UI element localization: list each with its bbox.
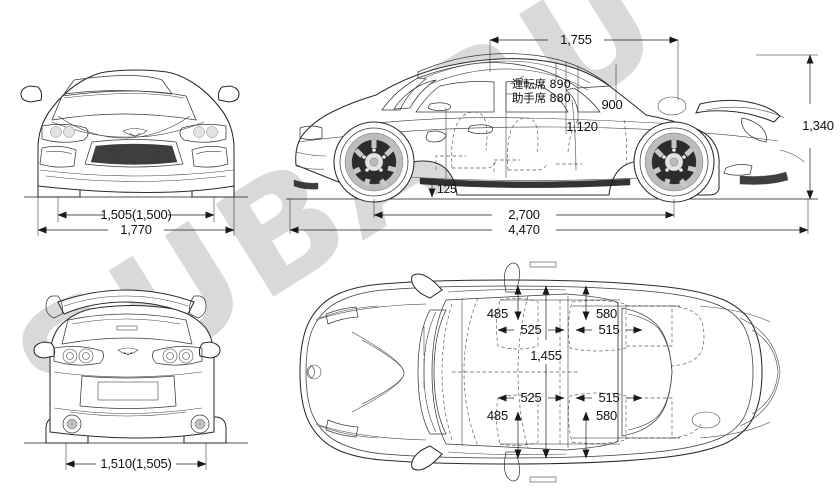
rear-body-outline [49, 304, 215, 439]
front-plate [113, 145, 157, 163]
front-shoulder-upper-label: 485 [487, 306, 508, 321]
rear-wing [695, 99, 781, 123]
front-hip-upper-label: 525 [520, 322, 541, 337]
front-car-body [20, 69, 240, 198]
passenger-seat-label: 助手席 880 [512, 91, 571, 105]
side-view: 1,755 運転席 890 助手席 880 900 1,120 125 1,34… [286, 32, 834, 237]
mirror-top-left [411, 273, 443, 299]
rear-view-dimensions: 1,510(1,505) [65, 443, 207, 471]
spoiler-endplate-right [189, 295, 207, 319]
mazda-badge-rear [117, 347, 139, 355]
roof-length-label: 1,755 [560, 32, 592, 47]
rear-shoulder-lower-label: 580 [596, 408, 617, 423]
door-handle-rear [427, 102, 451, 112]
interior-seats-dashed [435, 111, 627, 172]
rear-track-label: 1,510(1,505) [100, 456, 171, 471]
fuel-cap-top [691, 411, 721, 429]
door-handle-front [467, 124, 493, 135]
front-view-dimensions: 1,505(1,500) 1,770 [37, 197, 235, 237]
front-side-window [415, 81, 495, 113]
top-view-dimensions: 485 580 525 515 1,455 525 515 [487, 285, 680, 459]
top-view: 485 580 525 515 1,455 525 515 [299, 261, 781, 483]
side-view-dimensions: 1,755 運転席 890 助手席 880 900 1,120 125 1,34… [289, 32, 834, 237]
front-shoulder-lower-label: 485 [487, 408, 508, 423]
spoiler-endplate-left [45, 295, 63, 319]
side-roof [417, 53, 611, 89]
windshield [381, 77, 427, 111]
roof-panel [431, 293, 619, 451]
overall-width-label: 1,770 [120, 222, 152, 237]
rear-mirror-left [33, 341, 56, 359]
top-body-outline [299, 279, 763, 465]
interior-length-label: 1,120 [566, 119, 598, 134]
boot-lid [739, 317, 781, 427]
rear-mirror-right [198, 341, 221, 359]
top-car-body [299, 261, 781, 483]
roof-fin-bottom [504, 451, 520, 482]
exhaust-right [190, 414, 210, 434]
taillight-left [53, 346, 104, 366]
plate-recess [79, 375, 177, 409]
exhaust-left [62, 414, 82, 434]
interior-width-label: 1,455 [530, 348, 562, 363]
overall-length-label: 4,470 [508, 222, 540, 237]
windshield-top [417, 309, 447, 435]
rear-window [61, 313, 193, 345]
mazda-badge-top [307, 365, 315, 379]
rear-shoulder-upper-label: 580 [596, 306, 617, 321]
rear-view: 1,510(1,505) [24, 289, 248, 471]
headlight-left [41, 124, 89, 143]
brake-light-high [116, 325, 138, 331]
rear-wheel [633, 121, 715, 203]
front-hip-lower-label: 525 [520, 390, 541, 405]
mazda-badge-front [122, 128, 148, 136]
fog-right [191, 146, 229, 168]
front-windshield [51, 90, 197, 121]
rear-spoiler [57, 289, 195, 315]
ground-clearance-label: 125 [437, 182, 457, 196]
front-grille [84, 139, 184, 168]
mirror-right [217, 85, 240, 103]
fuel-cap [657, 96, 687, 116]
front-track-label: 1,505(1,500) [100, 207, 171, 222]
wheelbase-label: 2,700 [508, 207, 540, 222]
wing-endplate [741, 117, 767, 143]
driver-seat-label: 運転席 890 [512, 77, 571, 91]
rear-hip-lower-label: 515 [598, 390, 619, 405]
fog-left [39, 146, 77, 168]
mirror-left [20, 85, 43, 103]
front-view: 1,505(1,500) 1,770 [20, 69, 248, 237]
rear-plate [97, 381, 159, 401]
fender-vent [425, 130, 447, 143]
front-wheel [333, 121, 415, 203]
rear-hip-upper-label: 515 [598, 322, 619, 337]
exhaust-outlet [723, 164, 753, 176]
mirror-top-right [411, 445, 443, 471]
headlight-right [179, 124, 227, 143]
rear-head-label: 900 [601, 97, 622, 112]
rear-car-body [33, 289, 227, 444]
side-headlight [299, 125, 323, 140]
taillight-right [152, 346, 203, 366]
overall-height-label: 1,340 [802, 118, 834, 133]
roof-fin-top [504, 262, 520, 293]
side-car-body [293, 53, 805, 203]
